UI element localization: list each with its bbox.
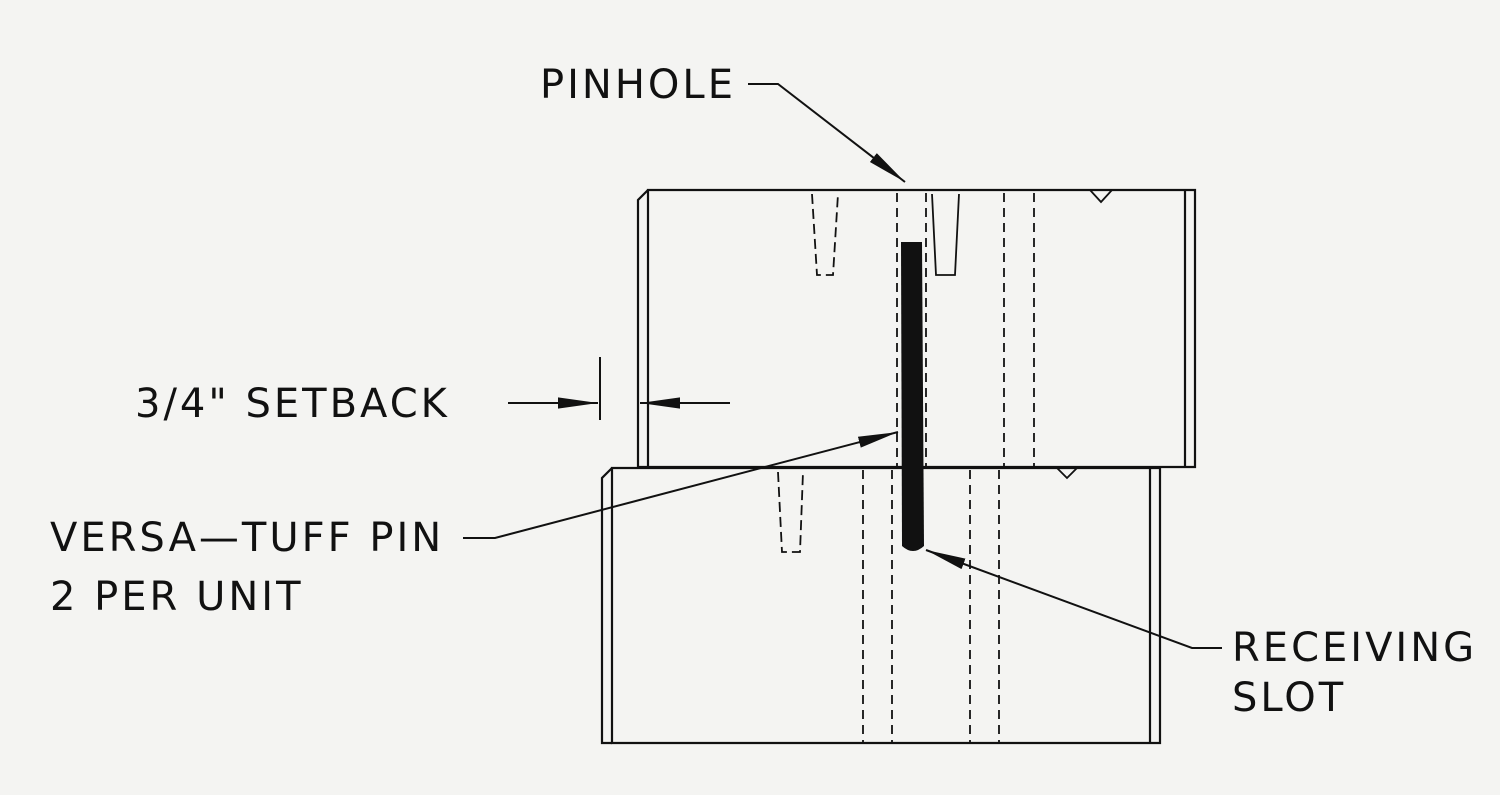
upper-slot-right — [931, 193, 960, 276]
versa-tuff-pin — [901, 242, 924, 551]
setback-label: 3/4" SETBACK — [135, 381, 450, 427]
upper-block — [636, 188, 1197, 469]
lower-core-dashed-lines — [862, 470, 1000, 742]
slot-leader — [925, 549, 1222, 649]
upper-core-dashed-lines — [896, 193, 1035, 466]
lower-notch — [1056, 467, 1078, 480]
lower-slot-hidden — [777, 471, 804, 553]
pin-leader — [463, 431, 899, 539]
upper-notch — [1089, 189, 1113, 204]
lower-block-chamfer — [600, 467, 613, 745]
pinhole-label: PINHOLE — [540, 62, 736, 108]
leader-lines — [463, 83, 1222, 649]
pin-count-label: 2 PER UNIT — [50, 574, 304, 620]
pinhole-leader — [748, 83, 906, 183]
upper-block-chamfer — [636, 189, 649, 469]
upper-block-outline — [646, 188, 1197, 469]
receiving-slot-label-line2: SLOT — [1232, 675, 1347, 721]
upper-slot-hidden-left — [811, 193, 839, 276]
pin-label: VERSA—TUFF PIN — [50, 515, 445, 561]
receiving-slot-label: RECEIVING — [1232, 625, 1478, 671]
